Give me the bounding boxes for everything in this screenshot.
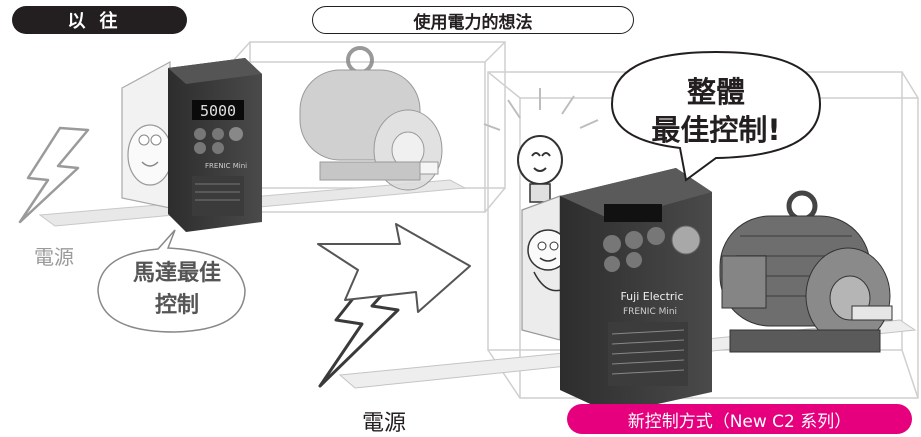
inverter-brand-small: FRENIC Mini	[205, 162, 247, 170]
power-source-label-old: 電源	[34, 245, 74, 269]
motor-optimal-line2: 控制	[154, 293, 199, 318]
power-thinking-label: 使用電力的想法	[312, 6, 634, 34]
lightbulb-icon	[483, 88, 599, 203]
overall-optimal-bubble	[610, 50, 822, 182]
overall-optimal-text: 整體 最佳控制!	[616, 73, 816, 149]
motor-icon	[299, 46, 443, 191]
motor-icon	[719, 190, 893, 353]
transition-arrow	[317, 223, 471, 313]
overall-optimal-line2: 最佳控制!	[651, 113, 781, 147]
old-side-panel	[121, 60, 173, 209]
inverter-brand-large: Fuji Electric	[620, 290, 683, 303]
overall-optimal-line1: 整體	[686, 75, 745, 109]
motor-optimal-text: 馬達最佳 控制	[112, 258, 242, 322]
lightning-icon	[18, 126, 90, 224]
motor-optimal-line1: 馬達最佳	[132, 261, 221, 286]
inverter-model-large: FRENIC Mini	[623, 307, 677, 317]
inverter-icon: 5000 FRENIC Mini	[168, 58, 262, 232]
new-control-method-label: 新控制方式（New C2 系列）	[567, 404, 912, 434]
power-source-label-new: 電源	[362, 411, 407, 436]
motor-optimal-bubble	[97, 229, 246, 333]
character-icon	[521, 195, 571, 341]
inverter-display: 5000	[200, 102, 236, 120]
inverter-icon: Fuji Electric FRENIC Mini	[560, 168, 712, 414]
past-label: 以往	[12, 6, 187, 34]
